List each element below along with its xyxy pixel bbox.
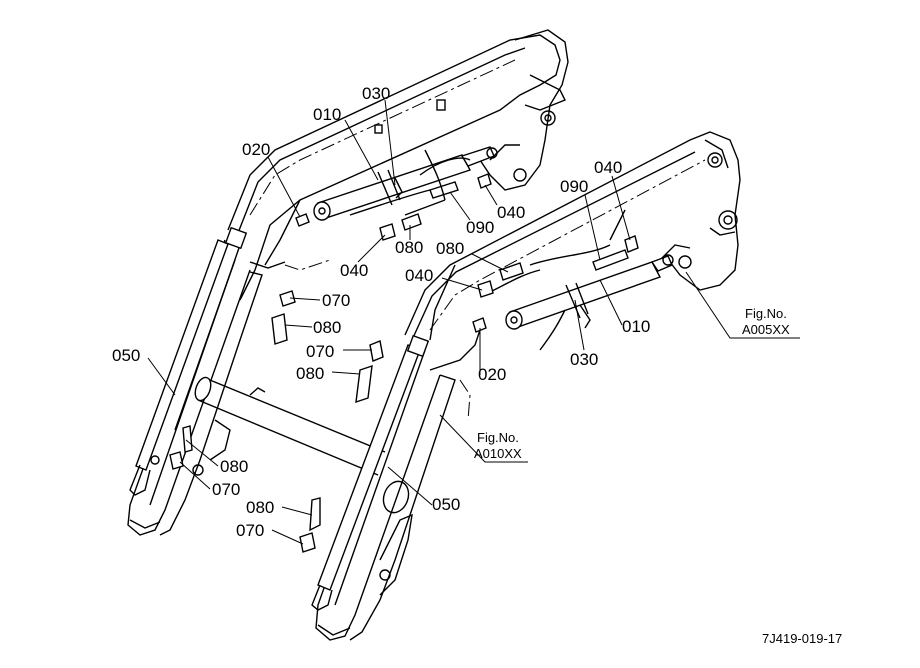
right-lift-cylinder bbox=[311, 334, 430, 611]
callout-040-right-a: 040 bbox=[594, 158, 622, 177]
callout-080-d: 080 bbox=[220, 457, 248, 476]
right-boom-arm bbox=[404, 131, 741, 421]
callout-labels: 010 030 020 040 090 080 040 070 080 070 … bbox=[112, 84, 650, 540]
right-bucket-cylinder bbox=[489, 209, 674, 351]
left-upright-post bbox=[127, 239, 263, 536]
right-upright-post bbox=[315, 344, 456, 641]
callout-030-left: 030 bbox=[362, 84, 390, 103]
callout-080-right: 080 bbox=[436, 239, 464, 258]
callout-010-right: 010 bbox=[622, 317, 650, 336]
callout-020-right: 020 bbox=[478, 365, 506, 384]
drawing-number: 7J419-019-17 bbox=[762, 631, 842, 646]
callout-040-left-b: 040 bbox=[340, 261, 368, 280]
fig-ref-code: A010XX bbox=[474, 446, 522, 461]
callout-040-left-a: 040 bbox=[497, 203, 525, 222]
callout-070-a: 070 bbox=[322, 291, 350, 310]
left-lift-cylinder bbox=[129, 226, 248, 496]
callout-080-e: 080 bbox=[246, 498, 274, 517]
callout-050-right: 050 bbox=[432, 495, 460, 514]
callout-090-right: 090 bbox=[560, 177, 588, 196]
callout-030-right: 030 bbox=[570, 350, 598, 369]
fig-ref-a005xx: Fig.No. A005XX bbox=[742, 306, 790, 337]
callout-050-left: 050 bbox=[112, 346, 140, 365]
callout-080-b: 080 bbox=[313, 318, 341, 337]
callout-090-left: 090 bbox=[466, 218, 494, 237]
callout-010-left: 010 bbox=[313, 105, 341, 124]
leader-lines bbox=[147, 99, 800, 545]
callout-080-c: 080 bbox=[296, 364, 324, 383]
fig-ref-label: Fig.No. bbox=[745, 306, 787, 321]
cross-tube bbox=[194, 376, 386, 476]
callout-070-d: 070 bbox=[236, 521, 264, 540]
callout-080-left-a: 080 bbox=[395, 238, 423, 257]
callout-020-left: 020 bbox=[242, 140, 270, 159]
callout-070-c: 070 bbox=[212, 480, 240, 499]
fig-ref-code: A005XX bbox=[742, 322, 790, 337]
left-boom-arm bbox=[227, 29, 569, 301]
fig-ref-label: Fig.No. bbox=[477, 430, 519, 445]
left-bucket-cylinder bbox=[313, 146, 498, 221]
fig-ref-a010xx: Fig.No. A010XX bbox=[474, 430, 522, 461]
callout-070-b: 070 bbox=[306, 342, 334, 361]
callout-040-right-b: 040 bbox=[405, 266, 433, 285]
